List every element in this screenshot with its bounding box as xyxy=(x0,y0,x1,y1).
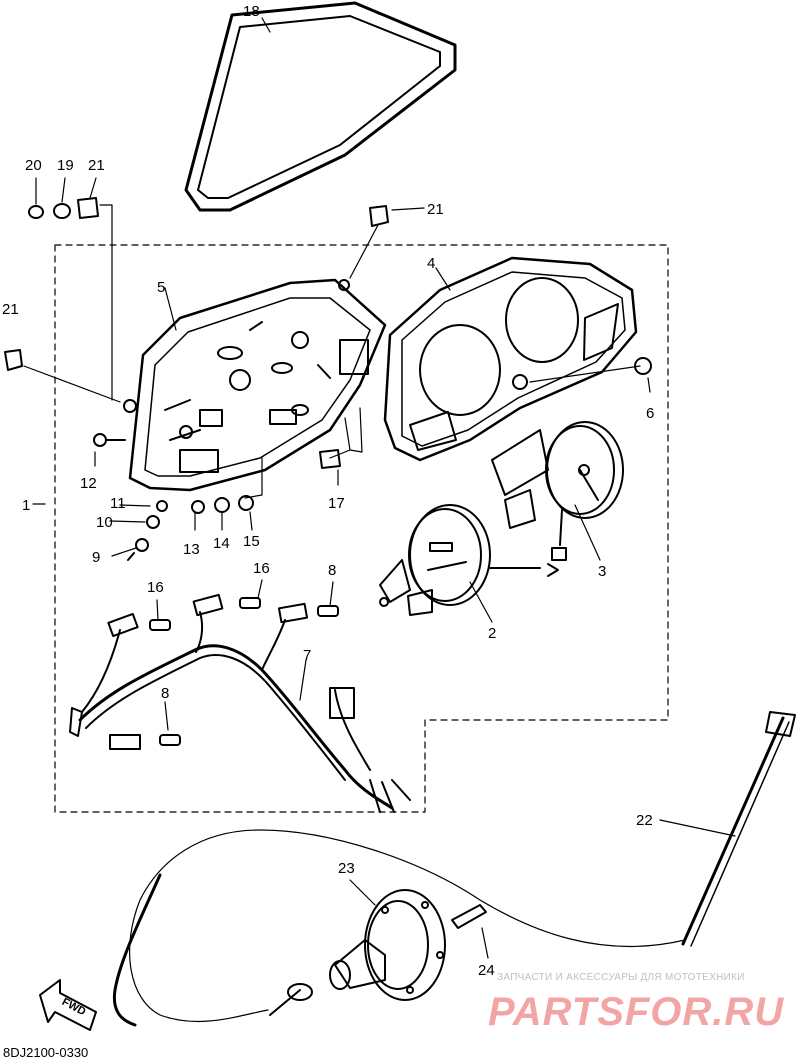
label-11: 11 xyxy=(110,495,126,512)
label-21b: 21 xyxy=(427,201,444,218)
gasket-18 xyxy=(184,1,457,212)
wire-harness-7 xyxy=(69,593,411,813)
label-5: 5 xyxy=(157,279,165,296)
label-12: 12 xyxy=(80,475,97,492)
label-15: 15 xyxy=(243,533,260,550)
label-9: 9 xyxy=(92,549,100,566)
watermark-brand: PARTSFOR.RU xyxy=(488,990,784,1034)
speedometer-2 xyxy=(379,504,559,616)
label-18: 18 xyxy=(243,3,260,20)
label-13: 13 xyxy=(183,541,200,558)
label-19: 19 xyxy=(57,157,74,174)
label-8b: 8 xyxy=(161,685,169,702)
label-8a: 8 xyxy=(328,562,336,579)
label-23: 23 xyxy=(338,860,355,877)
leader-lines xyxy=(23,17,736,959)
meter-housing-5 xyxy=(128,278,387,492)
label-2: 2 xyxy=(488,625,496,642)
label-6: 6 xyxy=(646,405,654,422)
label-24: 24 xyxy=(478,962,495,979)
watermark: ЗАПЧАСТИ И АКСЕССУАРЫ ДЛЯ МОТОТЕХНИКИ PA… xyxy=(488,972,784,1034)
label-4: 4 xyxy=(427,255,435,272)
assembly-boundary xyxy=(54,244,669,813)
bulbs xyxy=(149,597,339,746)
label-1: 1 xyxy=(22,497,30,514)
label-17: 17 xyxy=(328,495,345,512)
fasteners xyxy=(4,197,652,561)
meter-cover-4 xyxy=(383,256,638,462)
tachometer-3 xyxy=(491,421,624,561)
label-10: 10 xyxy=(96,514,113,531)
label-16a: 16 xyxy=(147,579,164,596)
drawing-code: 8DJ2100-0330 xyxy=(3,1045,88,1060)
fwd-label: FWD xyxy=(60,996,88,1018)
fwd-arrow xyxy=(39,979,97,1031)
label-22: 22 xyxy=(636,812,653,829)
label-21c: 21 xyxy=(2,301,19,318)
label-3: 3 xyxy=(598,563,606,580)
pin-24 xyxy=(451,904,487,929)
label-14: 14 xyxy=(213,535,230,552)
gear-unit-23 xyxy=(329,889,446,1001)
label-21a: 21 xyxy=(88,157,105,174)
label-20: 20 xyxy=(25,157,42,174)
speedometer-cable-22 xyxy=(112,711,796,1027)
part-labels: 18 20 19 21 21 21 5 4 6 12 1 11 10 9 13 … xyxy=(2,3,654,979)
label-16b: 16 xyxy=(253,560,270,577)
watermark-tagline: ЗАПЧАСТИ И АКСЕССУАРЫ ДЛЯ МОТОТЕХНИКИ xyxy=(497,972,745,983)
label-7: 7 xyxy=(303,647,311,664)
